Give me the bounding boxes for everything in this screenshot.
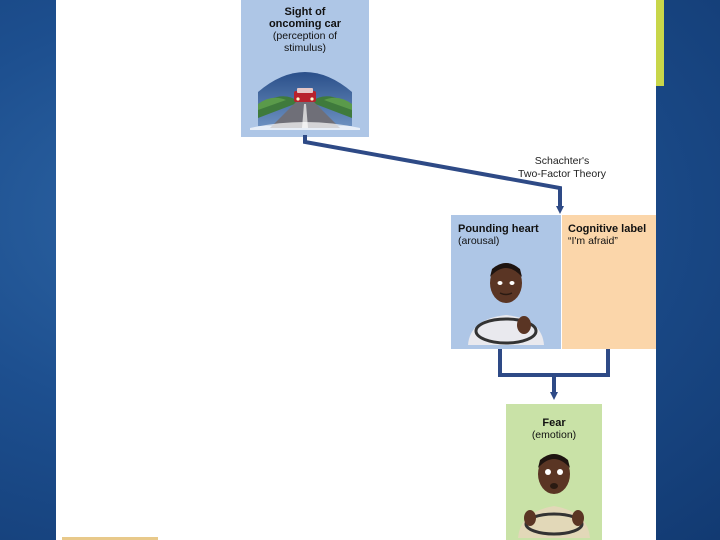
arrow-stimulus-to-boxes: [303, 135, 564, 214]
fearful-face-illustration: [518, 454, 590, 538]
stimulus-title-line1: Sight of: [284, 6, 326, 18]
cognitive-title: Cognitive label: [568, 223, 647, 235]
arrow-boxes-to-emotion: [498, 349, 610, 400]
emotion-title: Fear: [542, 417, 566, 429]
emotion-box: Fear (emotion): [506, 404, 602, 540]
stimulus-sub-line1: (perception of: [272, 30, 338, 42]
cognitive-sub: “I'm afraid”: [568, 235, 618, 247]
pounding-heart-illustration: [468, 263, 544, 345]
arousal-title: Pounding heart: [458, 223, 539, 235]
emotion-sub: (emotion): [531, 429, 577, 441]
accent-bar: [656, 0, 664, 86]
theory-label: Schachter's Two-Factor Theory: [500, 155, 624, 181]
stimulus-sub-line2: stimulus): [283, 42, 326, 54]
road-car-illustration: [250, 72, 360, 130]
stimulus-title-line2: oncoming car: [268, 18, 342, 30]
cognitive-label-box: Cognitive label “I'm afraid”: [562, 215, 656, 349]
theory-label-line1: Schachter's: [534, 155, 590, 167]
arousal-sub: (arousal): [458, 235, 500, 247]
bottom-accent-bar: [62, 537, 158, 540]
stimulus-box: Sight of oncoming car (perception of sti…: [241, 0, 369, 137]
theory-label-line2: Two-Factor Theory: [518, 168, 606, 180]
arousal-box: Pounding heart (arousal): [451, 215, 561, 349]
